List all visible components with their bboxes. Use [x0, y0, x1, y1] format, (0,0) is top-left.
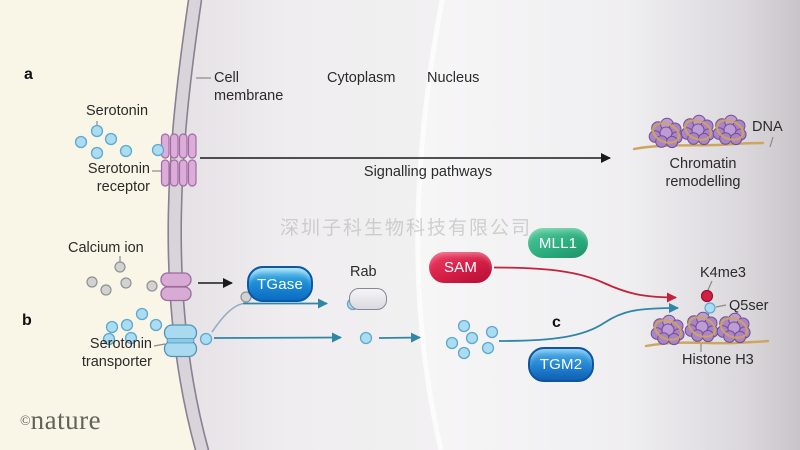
tgase-pill: TGase — [247, 266, 313, 302]
panel-a-label: a — [24, 66, 33, 83]
serotonin-transporter — [163, 324, 198, 358]
panel-c-label: c — [552, 314, 561, 331]
panel-b-label: b — [22, 312, 32, 329]
nuclear-envelope-edge — [415, 0, 445, 450]
sam-pill: SAM — [429, 252, 492, 283]
chromatin-top — [632, 114, 765, 151]
k4me3-label: K4me3 — [700, 265, 746, 281]
calcium-ion-label: Calcium ion — [68, 240, 144, 256]
mll1-pill: MLL1 — [528, 228, 588, 258]
signalling-pathways-label: Signalling pathways — [363, 164, 493, 180]
watermark-text: 深圳子科生物科技有限公司 — [280, 218, 533, 239]
chromatin-remodelling-label: Chromatin remodelling — [665, 156, 741, 190]
serotonin-label: Serotonin — [85, 103, 149, 119]
cell-membrane-label: Cell membrane — [214, 70, 284, 104]
rab-pill — [349, 288, 387, 310]
calcium-channel — [160, 272, 192, 302]
chromatin-bottom — [644, 311, 770, 348]
rab-label: Rab — [350, 264, 377, 280]
k4me3-mark — [700, 289, 714, 303]
tgm2-pathway-arrow — [498, 303, 679, 342]
serotonin-transporter-label: Serotonin transporter — [81, 336, 152, 370]
nature-logo: ©nature — [20, 405, 101, 436]
nature-wordmark: nature — [30, 405, 102, 435]
q5ser-label: Q5ser — [729, 298, 769, 314]
nucleus-label: Nucleus — [427, 70, 480, 86]
dna-label: DNA — [752, 119, 783, 135]
cytoplasm-label: Cytoplasm — [327, 70, 396, 86]
nucleus-serotonin-cluster — [445, 319, 499, 360]
secretion-arrows — [211, 298, 421, 343]
pointer-lines — [96, 77, 774, 352]
copyright-symbol: © — [20, 414, 31, 429]
q5ser-mark — [704, 302, 716, 314]
serotonin-receptor-label: Serotonin receptor — [87, 161, 150, 195]
sam-pathway-arrow — [493, 266, 677, 303]
histone-h3-label: Histone H3 — [682, 352, 754, 368]
tgm2-pill: TGM2 — [528, 347, 594, 382]
serotonin-molecules-a — [74, 124, 165, 160]
